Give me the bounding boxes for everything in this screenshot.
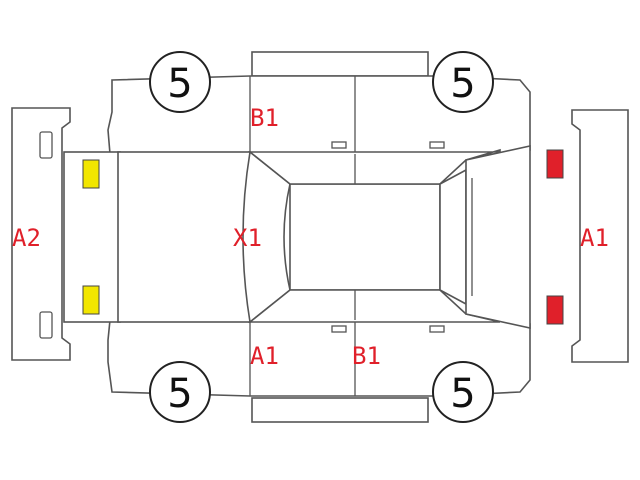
marker-front-right (82, 285, 100, 315)
roof-panel-top (251, 51, 429, 77)
tire-rear-left-label: 5 (450, 61, 475, 107)
roof-panel-bottom (251, 397, 429, 423)
tire-front-left: 5 (149, 51, 211, 113)
tire-front-right-label: 5 (167, 371, 192, 417)
car-top-view (63, 145, 531, 329)
code-rear-bumper: A1 (580, 224, 609, 252)
tire-rear-right-label: 5 (450, 371, 475, 417)
tire-rear-right: 5 (432, 361, 494, 423)
front-bumper (11, 107, 71, 361)
code-windshield: X1 (233, 224, 262, 252)
code-rear-door-bottom: B1 (352, 342, 381, 370)
tire-rear-left: 5 (432, 51, 494, 113)
marker-rear-left (546, 149, 564, 179)
code-front-door-bottom: A1 (250, 342, 279, 370)
code-roof-top: B1 (250, 104, 279, 132)
tire-front-left-label: 5 (167, 61, 192, 107)
marker-front-left (82, 159, 100, 189)
code-front-bumper: A2 (12, 224, 41, 252)
tire-front-right: 5 (149, 361, 211, 423)
marker-rear-right (546, 295, 564, 325)
rear-bumper (571, 109, 629, 363)
